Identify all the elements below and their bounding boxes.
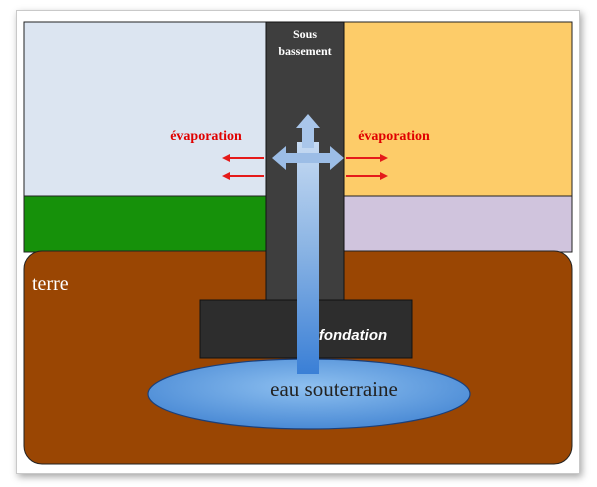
evaporation-arrows-right: [346, 154, 388, 180]
evaporation-label-left: évaporation: [170, 129, 242, 144]
evaporation-label-right: évaporation: [358, 129, 430, 144]
exterior-sky: [23, 21, 269, 197]
evaporation-arrows-left: [222, 154, 264, 180]
interior-floor: [343, 195, 573, 253]
footing-label: fondation: [319, 327, 387, 344]
basement-label-line2: bassement: [278, 44, 331, 58]
basement-label-line1: Sous: [293, 27, 317, 41]
interior-room: [343, 21, 573, 197]
groundwater-label: eau souterraine: [270, 377, 398, 401]
moisture-arrow: [272, 114, 344, 374]
soil-label: terre: [32, 273, 69, 295]
grass-band: [23, 195, 269, 253]
